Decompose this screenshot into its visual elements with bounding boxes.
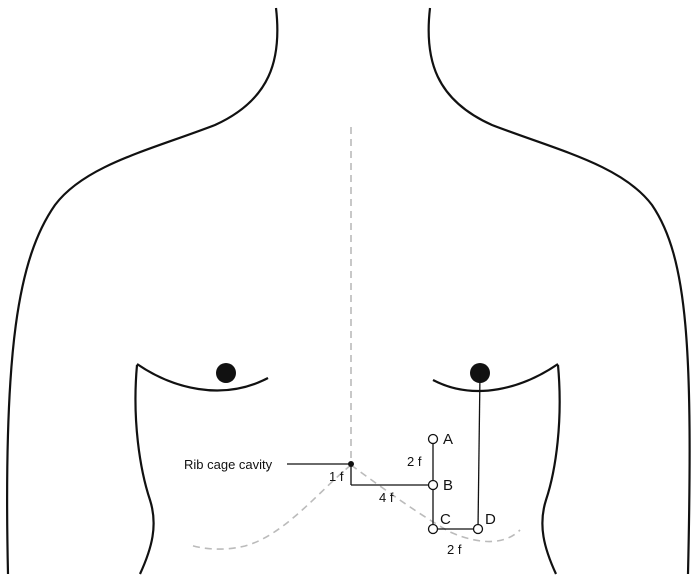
distance-2f-horizontal-label: 2 f	[447, 542, 462, 557]
arm-crease-right	[542, 365, 559, 574]
point-a-marker	[429, 435, 438, 444]
point-c-marker	[429, 525, 438, 534]
distance-1f-label: 1 f	[329, 469, 344, 484]
point-a-label: A	[443, 431, 453, 448]
nipple-left-dot	[216, 363, 236, 383]
body-outline-right	[429, 8, 690, 574]
point-b-label: B	[443, 477, 453, 494]
point-c-label: C	[440, 511, 451, 528]
point-d-marker	[474, 525, 483, 534]
body-outline-left	[7, 8, 277, 574]
pectoral-line-left	[137, 364, 268, 390]
arm-crease-left	[135, 365, 153, 574]
point-d-label: D	[485, 511, 496, 528]
nipple-to-d-line	[478, 373, 480, 529]
rib-cage-cavity-label: Rib cage cavity	[184, 457, 273, 472]
rib-cage-left-curve	[190, 465, 351, 549]
pectoral-line-right	[433, 364, 558, 391]
distance-4f-label: 4 f	[379, 490, 394, 505]
point-b-marker	[429, 481, 438, 490]
distance-2f-vertical-label: 2 f	[407, 454, 422, 469]
